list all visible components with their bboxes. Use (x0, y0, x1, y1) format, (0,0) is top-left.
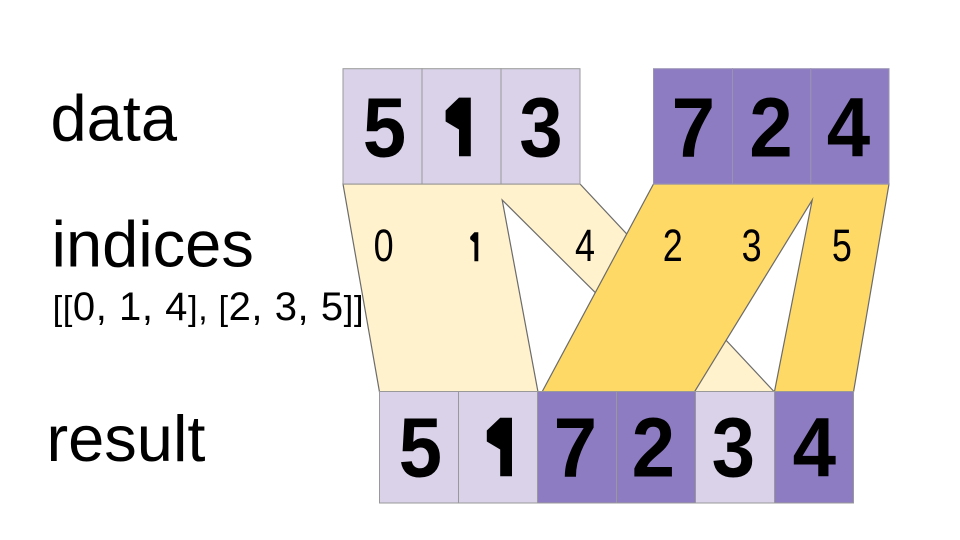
svg-text:indices: indices (52, 208, 254, 281)
svg-text:7: 7 (672, 82, 715, 175)
svg-text:4: 4 (793, 402, 836, 495)
svg-text:3: 3 (742, 220, 762, 271)
svg-text:[[0, 1, 4], [2, 3, 5]]: [[0, 1, 4], [2, 3, 5]] (53, 285, 364, 329)
svg-text:data: data (51, 81, 178, 154)
svg-text:2: 2 (632, 402, 675, 495)
svg-text:5: 5 (832, 220, 852, 271)
svg-text:3: 3 (519, 82, 562, 175)
svg-text:4: 4 (827, 82, 870, 175)
svg-text:5: 5 (399, 402, 442, 495)
svg-text:5: 5 (363, 82, 406, 175)
svg-text:2: 2 (663, 220, 683, 271)
svg-text:result: result (47, 402, 206, 475)
svg-text:2: 2 (749, 82, 792, 175)
svg-text:7: 7 (554, 402, 597, 495)
svg-text:4: 4 (575, 220, 595, 271)
svg-text:3: 3 (712, 402, 755, 495)
svg-text:0: 0 (374, 220, 394, 271)
